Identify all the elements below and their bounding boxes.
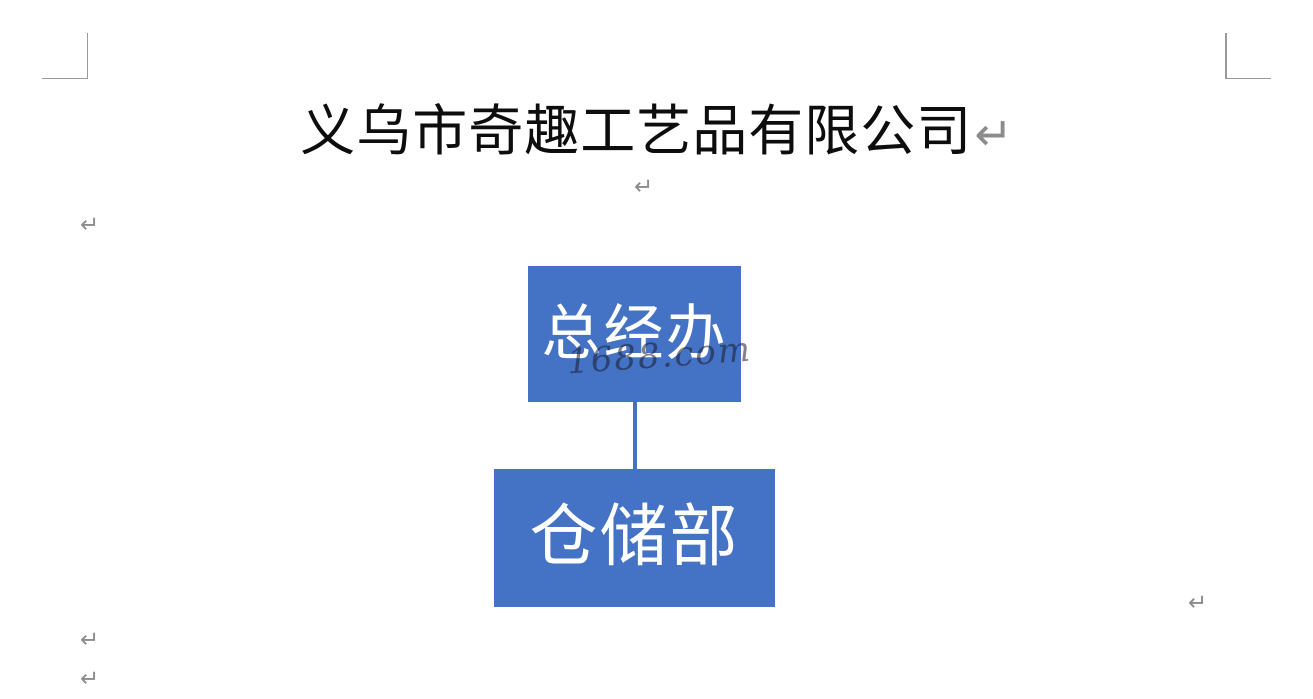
page-corner-mark-top-right: [1225, 33, 1271, 79]
org-node-warehouse-dept[interactable]: 仓储部: [494, 469, 775, 607]
paragraph-mark-icon-left-upper: ↵: [80, 212, 100, 238]
document-title-line: 义乌市奇趣工艺品有限公司↵: [0, 86, 1313, 166]
page-corner-mark-top-left: [42, 33, 88, 79]
paragraph-mark-icon-right-lower: ↵: [1188, 590, 1208, 616]
org-node-label: 仓储部: [529, 498, 740, 577]
page-title: 义乌市奇趣工艺品有限公司: [300, 99, 973, 163]
org-connector-line: [633, 402, 637, 469]
org-node-general-office[interactable]: 总经办: [528, 266, 741, 402]
paragraph-mark-icon-center: ↵: [634, 174, 654, 200]
paragraph-mark-icon-left-bottom-1: ↵: [80, 627, 100, 653]
paragraph-mark-icon: ↵: [974, 107, 1013, 161]
paragraph-mark-icon-left-bottom-2: ↵: [80, 666, 100, 692]
org-node-label: 总经办: [541, 299, 728, 369]
